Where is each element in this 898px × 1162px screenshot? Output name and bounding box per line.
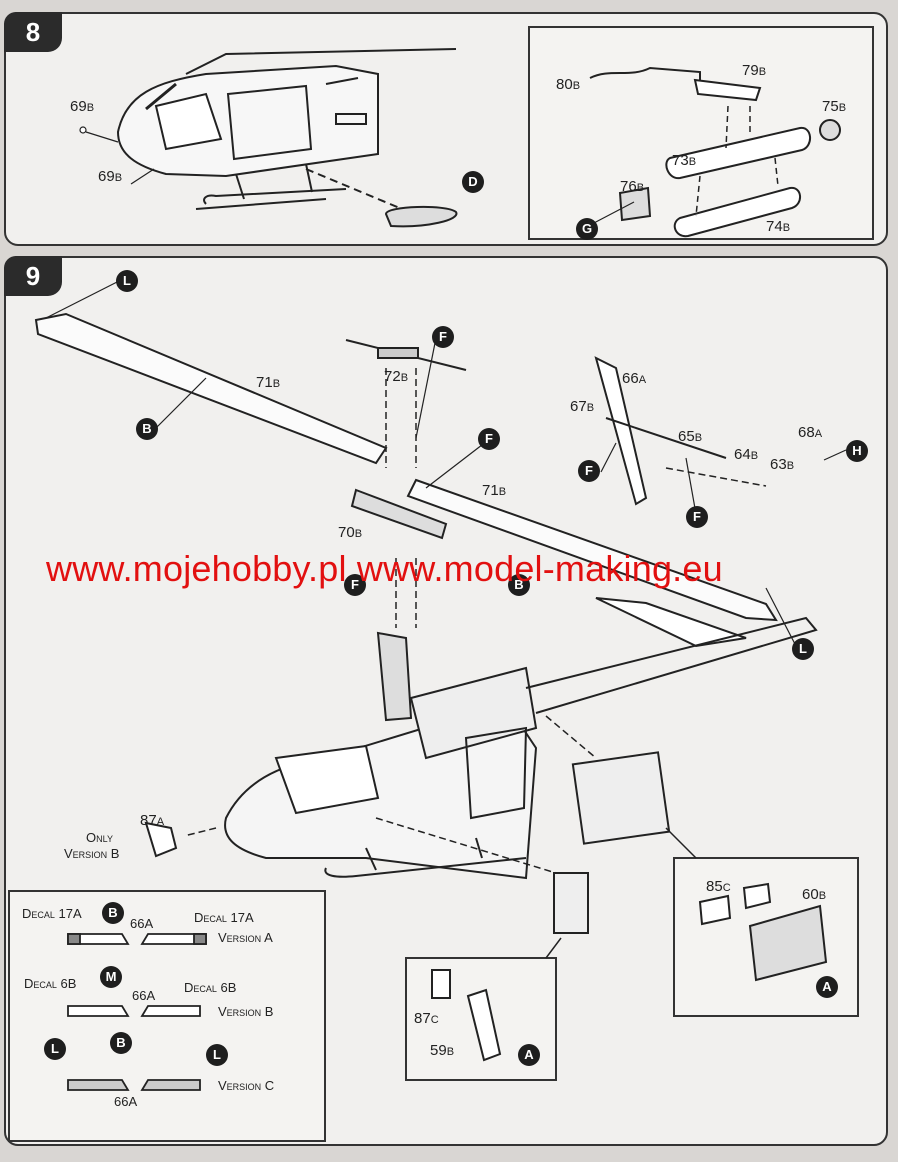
circle-b-left: B (136, 418, 158, 440)
version-b-label: Version B (218, 1004, 274, 1019)
helicopter-nose-drawing (79, 48, 458, 228)
label-69b-bottom: 69B (98, 168, 123, 185)
circle-a-center: A (518, 1044, 540, 1066)
circle-d: D (462, 171, 484, 193)
circle-l-top: L (116, 270, 138, 292)
blade-versions-drawing (67, 933, 207, 1091)
label-67b: 67B (570, 398, 595, 415)
label-79b: 79B (742, 62, 767, 79)
label-71b-left: 71B (256, 374, 281, 391)
version-a-part: 66A (130, 916, 154, 931)
step-8-panel: 8 69B 69B D (4, 12, 888, 246)
blade-versions-box: Decal 17A B 66A Decal 17A Version A Deca… (8, 890, 326, 1142)
circle-f-mid: F (478, 428, 500, 450)
circle-f-67: F (578, 460, 600, 482)
label-70b: 70B (338, 524, 363, 541)
step-8-detail-box: 80B 79B 75B 73B 76B 74B G (528, 26, 874, 240)
circle-l-right: L (792, 638, 814, 660)
step-8-number: 8 (4, 12, 62, 52)
circle-a-right: A (816, 976, 838, 998)
label-71b-right: 71B (482, 482, 507, 499)
label-64b: 64B (734, 446, 759, 463)
version-a-decal-left: Decal 17A (22, 906, 82, 921)
version-c-label: Version C (218, 1078, 275, 1093)
version-c-part: 66A (114, 1094, 138, 1109)
version-b-circle: M (100, 966, 122, 988)
label-76b: 76B (620, 178, 645, 195)
watermark-text: www.mojehobby.pl www.model-making.eu (46, 548, 723, 589)
label-60b: 60B (802, 886, 827, 903)
label-74b: 74B (766, 218, 791, 235)
version-c-circle-mid: B (110, 1032, 132, 1054)
circle-f-center: F (344, 574, 366, 596)
step-9-panel: 9 (4, 256, 888, 1146)
label-version-b-only: Version B (64, 846, 120, 861)
label-85c: 85C (706, 878, 731, 895)
step-9-number: 9 (4, 256, 62, 296)
label-63b: 63B (770, 456, 795, 473)
version-c-circle-right: L (206, 1044, 228, 1066)
version-a-circle: B (102, 902, 124, 924)
label-68a: 68A (798, 424, 823, 441)
rocket-pod-parts-drawing (589, 66, 841, 238)
label-59b: 59B (430, 1042, 455, 1059)
circle-g: G (576, 218, 598, 240)
label-73b: 73B (672, 152, 697, 169)
label-80b: 80B (556, 76, 581, 93)
label-87a: 87A (140, 812, 165, 829)
version-b-decal-right: Decal 6B (184, 980, 237, 995)
circle-f-65: F (686, 506, 708, 528)
circle-f-top: F (432, 326, 454, 348)
label-only: Only (86, 830, 113, 845)
version-b-decal-left: Decal 6B (24, 976, 77, 991)
label-75b: 75B (822, 98, 847, 115)
label-87c: 87C (414, 1010, 439, 1027)
version-a-decal-right: Decal 17A (194, 910, 254, 925)
main-rotor-assembly-drawing (34, 279, 859, 1081)
version-b-part: 66A (132, 988, 156, 1003)
circle-b-center: B (508, 574, 530, 596)
circle-h: H (846, 440, 868, 462)
version-a-label: Version A (218, 930, 273, 945)
version-c-circle-left: L (44, 1038, 66, 1060)
label-69b-top: 69B (70, 98, 95, 115)
label-65b: 65B (678, 428, 703, 445)
label-66a-top: 66A (622, 370, 647, 387)
label-72b: 72B (384, 368, 409, 385)
